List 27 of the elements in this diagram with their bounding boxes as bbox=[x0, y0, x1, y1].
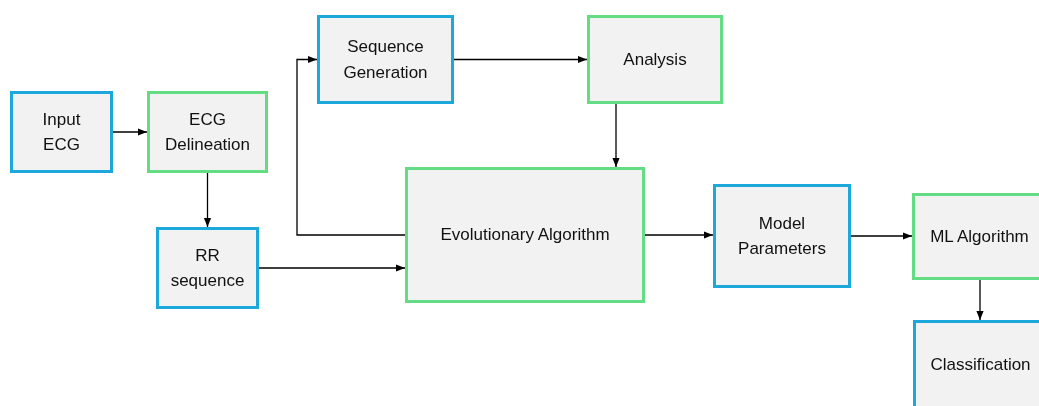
process-box bbox=[10, 91, 113, 173]
arrow bbox=[644, 231, 714, 239]
process-box bbox=[912, 193, 1039, 280]
process-box bbox=[913, 320, 1039, 406]
process-box bbox=[405, 167, 645, 303]
process-box bbox=[587, 15, 723, 104]
process-box bbox=[156, 227, 259, 309]
box-label: Model Parameters bbox=[737, 212, 827, 260]
box-label: Input ECG bbox=[41, 108, 82, 156]
arrow bbox=[612, 103, 620, 168]
arrow bbox=[976, 279, 984, 321]
box-label: ECG Delineation bbox=[163, 108, 252, 156]
arrow bbox=[112, 128, 148, 136]
box-label: ML Algorithm bbox=[930, 225, 1029, 248]
box-label: Evolutionary Algorithm bbox=[440, 224, 610, 247]
box-label: Classification bbox=[930, 354, 1031, 377]
process-box bbox=[147, 91, 268, 173]
box-label: RR sequence bbox=[169, 244, 246, 292]
arrow bbox=[258, 264, 406, 272]
arrow bbox=[850, 232, 913, 240]
box-label: Analysis bbox=[623, 48, 687, 71]
arrow bbox=[203, 172, 212, 228]
process-box bbox=[317, 15, 454, 104]
box-label: Sequence Generation bbox=[342, 36, 429, 84]
arrow bbox=[453, 55, 588, 64]
process-box bbox=[713, 184, 851, 288]
arrow bbox=[296, 55, 406, 236]
